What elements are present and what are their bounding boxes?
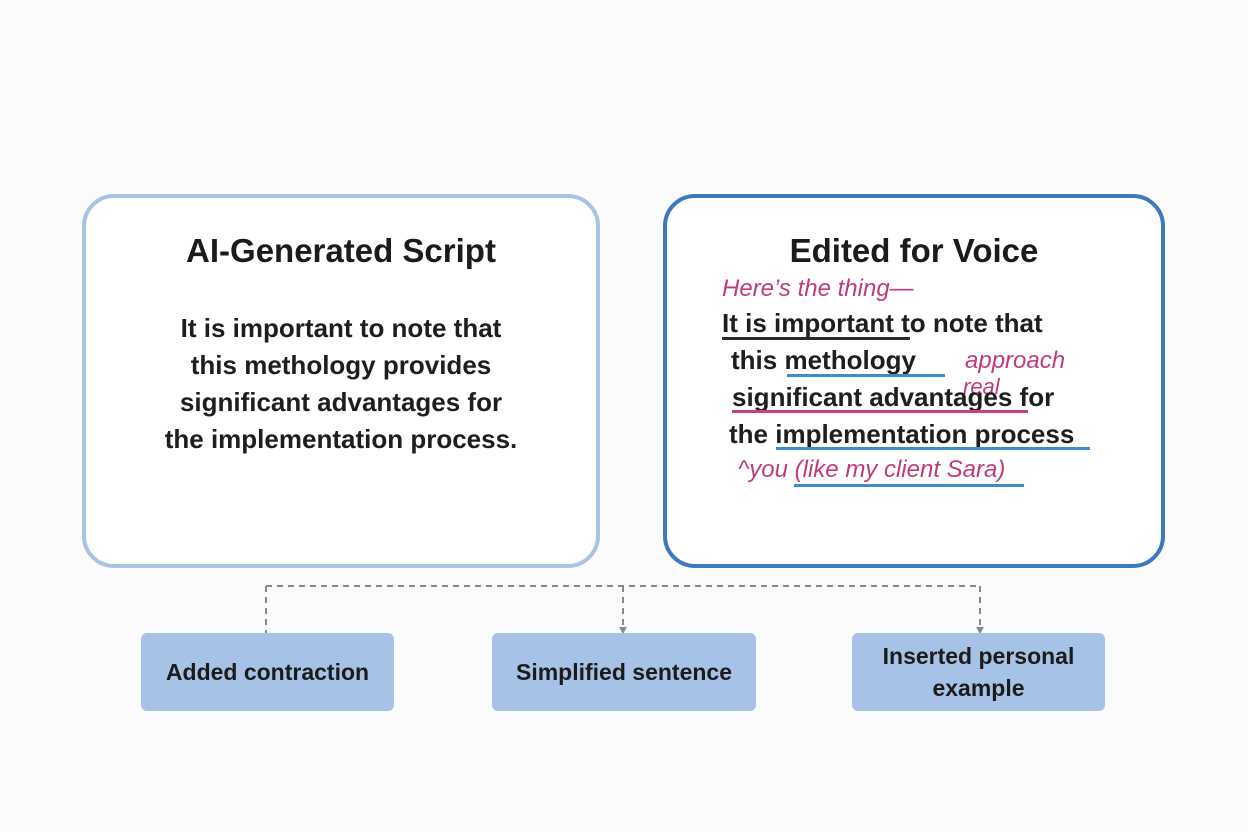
edited-line-3-underlined: significant advantages [732, 382, 1013, 412]
underline-line-4 [776, 447, 1090, 450]
approach-note: approach [965, 347, 1066, 374]
edited-line-2-lead: this [731, 345, 778, 375]
tag-simplified-sentence-label: Simplified sentence [515, 659, 732, 685]
ai-generated-text: It is important to note that this methol… [86, 310, 596, 458]
tag-inserted-personal-example-label: Inserted personal example [882, 643, 1075, 701]
underline-line-2 [787, 374, 945, 377]
edited-line-4: the implementation process [729, 419, 1074, 450]
insert-note: Here’s the thing— [722, 275, 914, 302]
edited-line-3-rest: for [1019, 382, 1055, 412]
tag-added-contraction-label: Added contraction [165, 659, 370, 685]
edited-line-4-underlined: implementation process [775, 419, 1075, 449]
personal-example-note: ^you (like my client Sara) [738, 456, 1005, 484]
ai-generated-panel: AI-Generated Script It is important to n… [82, 194, 600, 568]
underline-example [794, 484, 1024, 487]
edited-line-2-underlined: methology [784, 345, 916, 375]
ai-line-3: significant advantages for [179, 387, 503, 417]
caret-mark: ^ [738, 456, 750, 483]
arrow-middle [619, 627, 627, 634]
edited-line-1: It is important to note that [722, 308, 1043, 339]
client-example: (like my client Sara) [794, 456, 1006, 483]
edited-line-1-rest: to note that [901, 308, 1043, 338]
underline-line-3 [732, 410, 1028, 413]
ai-line-2: this methology provides [190, 350, 492, 380]
edited-line-2: this methology [731, 345, 916, 376]
ai-line-4: the implementation process. [164, 424, 518, 454]
arrow-right [976, 627, 984, 634]
real-note: real [963, 374, 1000, 399]
ai-generated-title: AI-Generated Script [186, 232, 496, 269]
ai-line-1: It is important to note that [180, 313, 502, 343]
edited-line-4-lead: the [729, 419, 768, 449]
edited-line-3: significant advantages for [732, 382, 1054, 413]
tag-simplified-sentence: Simplified sentence [492, 633, 756, 711]
edited-panel: Edited for Voice [663, 194, 1165, 568]
tag-inserted-personal-example: Inserted personal example [852, 633, 1105, 711]
edited-title: Edited for Voice [789, 232, 1039, 269]
tag-added-contraction: Added contraction [141, 633, 394, 711]
edited-line-1-underlined: It is important [722, 308, 894, 338]
underline-line-1 [722, 337, 910, 340]
you-word: you [749, 456, 788, 483]
